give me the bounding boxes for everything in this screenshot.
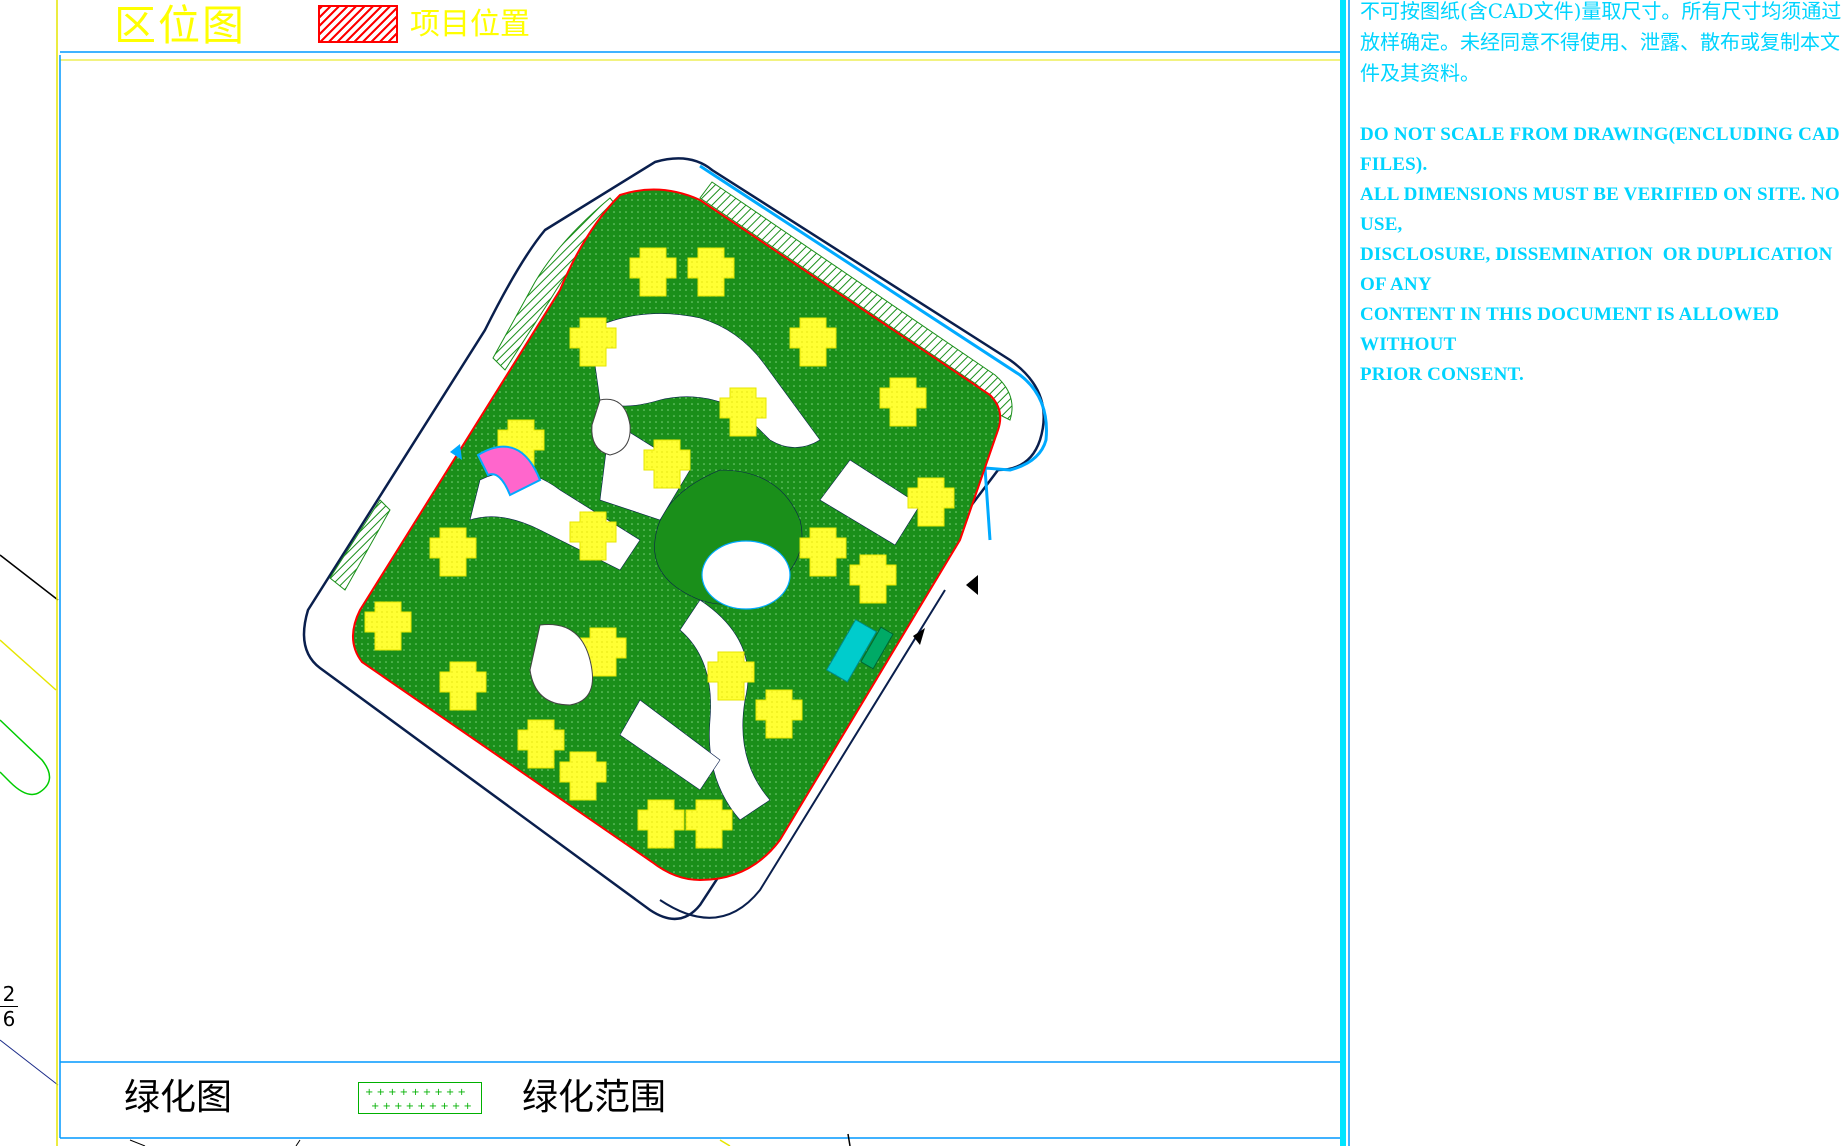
- page-fraction: 2 6: [0, 982, 18, 1031]
- note-english: DO NOT SCALE FROM DRAWING(ENCLUDING CAD …: [1360, 124, 1840, 385]
- left-edge-lines: [0, 554, 59, 1086]
- page-fraction-denominator: 6: [2, 1007, 16, 1031]
- svg-text:+ + + + + + + + +: + + + + + + + + +: [365, 1087, 466, 1098]
- greening-plan-title: 绿化图: [124, 1077, 233, 1118]
- page-fraction-numerator: 2: [0, 982, 18, 1007]
- greening-range-label: 绿化范围: [522, 1077, 667, 1118]
- drawing-frame: [56, 0, 1350, 1146]
- note-chinese: 不可按图纸(含CAD文件)量取尺寸。所有尺寸均须通过放样确定。未经同意不得使用、…: [1360, 0, 1842, 85]
- notes-panel: 不可按图纸(含CAD文件)量取尺寸。所有尺寸均须通过放样确定。未经同意不得使用、…: [1340, 0, 1842, 1146]
- hatched-red-swatch-icon: [318, 5, 398, 43]
- project-location-label: 项目位置: [410, 7, 530, 42]
- green-dotted-swatch-icon: + + + + + + + + + + + + + + + + + +: [358, 1082, 482, 1114]
- site-plan: [302, 157, 1048, 920]
- location-map-title: 区位图: [114, 1, 247, 50]
- svg-text:+ + + + + + + + +: + + + + + + + + +: [371, 1101, 472, 1112]
